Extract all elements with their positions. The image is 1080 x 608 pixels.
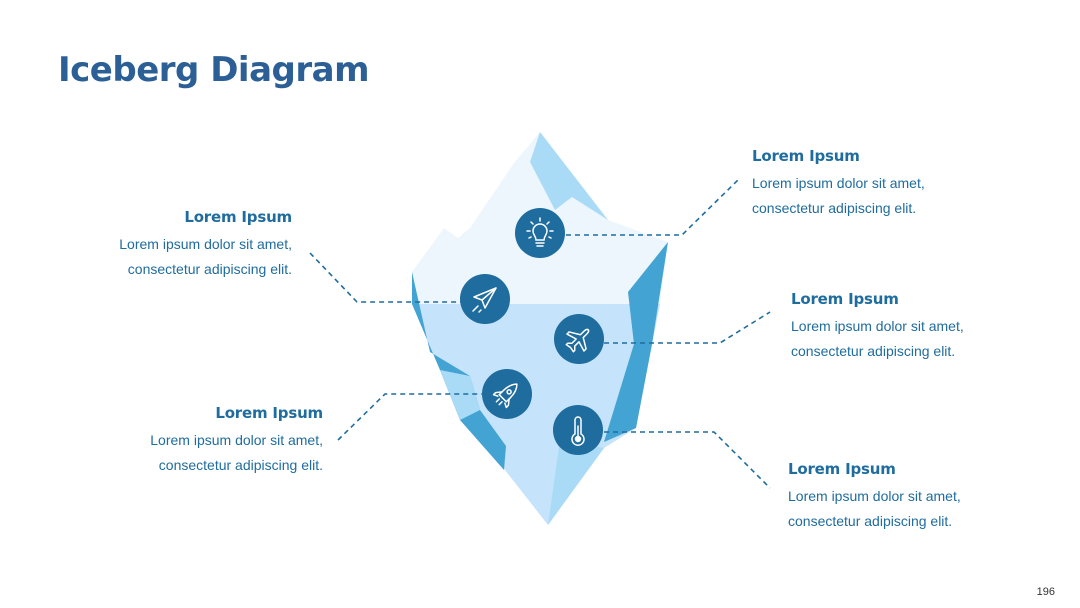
info-heading: Lorem Ipsum (791, 290, 899, 308)
info-block-left-lower: Lorem Ipsum Lorem ipsum dolor sit amet, … (83, 404, 323, 478)
paper-plane-icon (460, 274, 510, 324)
info-heading: Lorem Ipsum (215, 404, 323, 422)
connectors (309, 177, 771, 489)
connector-left-lower (337, 393, 482, 441)
airplane-icon (554, 314, 604, 364)
info-text-line: consectetur adipiscing elit. (788, 513, 953, 529)
connector-right-middle (604, 311, 771, 344)
iceberg-lower-facet (548, 440, 604, 525)
connector-top-right (566, 177, 741, 236)
info-heading: Lorem Ipsum (184, 208, 292, 226)
iceberg-top-shade (530, 132, 608, 220)
info-heading: Lorem Ipsum (788, 460, 896, 478)
info-block-right-middle: Lorem Ipsum Lorem ipsum dolor sit amet, … (791, 290, 1031, 364)
lightbulb-icon (515, 208, 565, 258)
connector-right-lower (604, 431, 771, 489)
iceberg-right-facet (604, 242, 668, 442)
info-heading: Lorem Ipsum (752, 147, 860, 165)
rocket-icon (482, 369, 532, 419)
info-text-line: Lorem ipsum dolor sit amet, (752, 175, 925, 191)
info-block-left-upper: Lorem Ipsum Lorem ipsum dolor sit amet, … (52, 208, 292, 282)
info-text-line: consectetur adipiscing elit. (752, 200, 917, 216)
info-text-line: Lorem ipsum dolor sit amet, (119, 236, 292, 252)
info-block-right-lower: Lorem Ipsum Lorem ipsum dolor sit amet, … (788, 460, 1028, 534)
thermometer-icon (553, 405, 603, 455)
page-number: 196 (1036, 586, 1055, 598)
info-text-line: Lorem ipsum dolor sit amet, (791, 318, 964, 334)
info-text-line: consectetur adipiscing elit. (127, 261, 292, 277)
info-text-line: consectetur adipiscing elit. (158, 457, 323, 473)
iceberg (412, 132, 668, 525)
page-title: Iceberg Diagram (58, 50, 370, 90)
info-block-top-right: Lorem Ipsum Lorem ipsum dolor sit amet, … (752, 147, 992, 221)
info-text-line: consectetur adipiscing elit. (791, 343, 956, 359)
connector-left-upper (309, 252, 462, 303)
info-text-line: Lorem ipsum dolor sit amet, (788, 488, 961, 504)
iceberg-left-facet (412, 272, 506, 470)
info-text-line: Lorem ipsum dolor sit amet, (150, 432, 323, 448)
iceberg-underwater (412, 304, 660, 525)
iceberg-left-light (440, 370, 480, 420)
